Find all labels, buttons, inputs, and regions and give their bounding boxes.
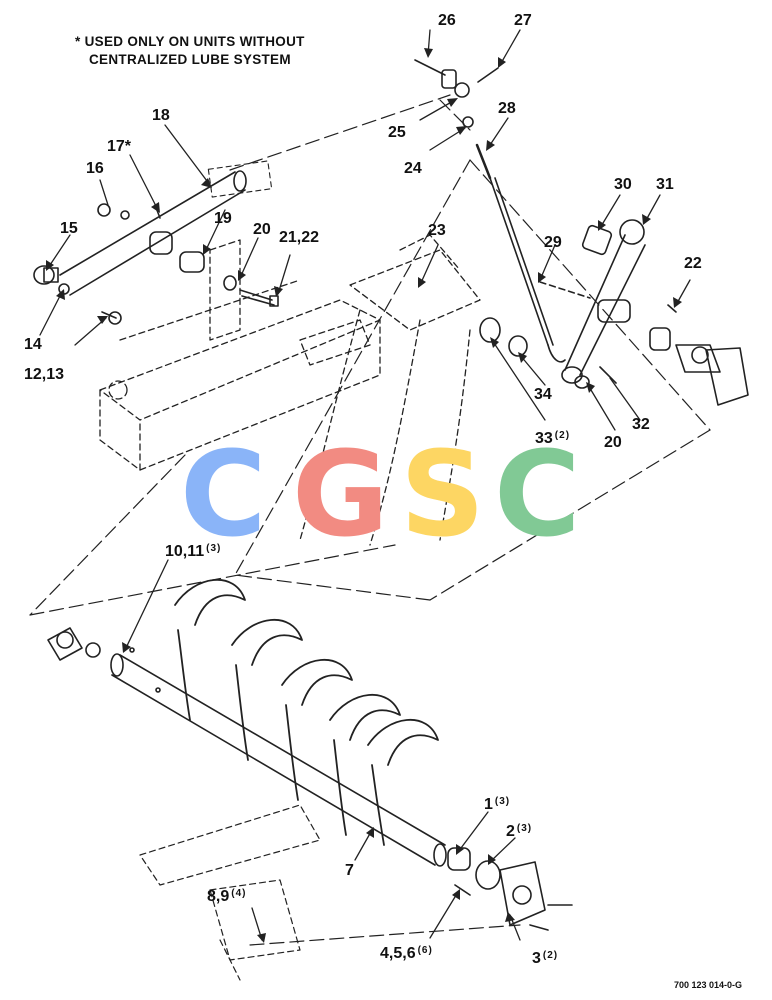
callout-26: 26 — [438, 12, 456, 29]
callout-4-5-6-qty: (6) — [417, 945, 433, 956]
lever-arm — [539, 219, 646, 384]
callout-2: 2(3) — [506, 823, 532, 841]
callout-1: 1(3) — [484, 796, 510, 814]
watermark-letter-c2: C — [494, 425, 581, 563]
drawing-number: 700 123 014-0-G — [674, 980, 743, 990]
callout-14: 14 — [24, 336, 42, 353]
callout-33-number: 33 — [535, 430, 553, 447]
callout-28: 28 — [498, 100, 516, 117]
callout-8-9-qty: (4) — [231, 888, 247, 899]
reel-tines — [174, 578, 439, 846]
callout-4-5-6-number: 4,5,6 — [380, 945, 416, 962]
spring-rod — [475, 143, 566, 363]
leader-lines — [39, 29, 691, 941]
callout-3-number: 3 — [532, 950, 541, 967]
reel-tube — [110, 647, 447, 867]
callout-33-qty: (2) — [554, 430, 571, 441]
callout-22-right: 22 — [684, 255, 702, 272]
callout-21-22: 21,22 — [279, 229, 320, 246]
lube-linkage-bar — [59, 160, 273, 296]
callout-29: 29 — [544, 234, 562, 251]
callout-23: 23 — [428, 222, 446, 239]
watermark-letter-s: S — [400, 425, 485, 563]
bottom-right-bearing — [447, 847, 573, 931]
callout-18: 18 — [152, 107, 170, 124]
leader-arrowheads — [46, 48, 682, 943]
callout-27: 27 — [514, 12, 532, 29]
callout-10-11-number: 10,11 — [165, 543, 205, 560]
lower-shield — [139, 804, 321, 981]
curved-channel — [299, 234, 481, 546]
callout-31: 31 — [656, 176, 674, 193]
watermark-letter-c1: C — [180, 425, 267, 563]
callout-1-qty: (3) — [494, 796, 511, 807]
callout-16: 16 — [86, 160, 104, 177]
callout-3-qty: (2) — [542, 950, 559, 961]
callout-10-11: 10,11(3) — [165, 543, 221, 561]
callout-10-11-qty: (3) — [206, 543, 222, 554]
callout-12-13: 12,13 — [24, 366, 65, 383]
callout-32: 32 — [632, 416, 650, 433]
callout-15: 15 — [60, 220, 78, 237]
callout-4-5-6: 4,5,6(6) — [380, 945, 433, 963]
callout-34: 34 — [534, 386, 552, 403]
callout-8-9-number: 8,9 — [207, 888, 230, 905]
lower-left-bearing — [47, 627, 101, 661]
callout-25: 25 — [388, 124, 406, 141]
lube-note: * USED ONLY ON UNITS WITHOUT CENTRALIZED… — [75, 33, 305, 69]
callout-2-number: 2 — [506, 823, 515, 840]
callout-1-number: 1 — [484, 796, 493, 813]
right-side-hardware — [479, 304, 749, 406]
lube-note-line1: * USED ONLY ON UNITS WITHOUT — [75, 34, 305, 49]
callout-2-qty: (3) — [516, 823, 533, 834]
callout-24: 24 — [404, 160, 422, 177]
callout-33: 33(2) — [535, 430, 570, 448]
upper-left-hardware — [33, 203, 279, 325]
callout-3: 3(2) — [532, 950, 558, 968]
lube-note-line2: CENTRALIZED LUBE SYSTEM — [89, 52, 291, 67]
callout-20-upper: 20 — [253, 221, 271, 238]
callout-8-9: 8,9(4) — [207, 888, 246, 906]
callout-19: 19 — [214, 210, 232, 227]
callout-7: 7 — [345, 862, 354, 879]
watermark-letter-g: G — [292, 425, 389, 563]
callout-20-lower: 20 — [604, 434, 622, 451]
callout-30: 30 — [614, 176, 632, 193]
callout-17: 17* — [107, 138, 132, 155]
bracket-plate — [99, 239, 381, 471]
top-pivot-hardware — [414, 59, 499, 128]
